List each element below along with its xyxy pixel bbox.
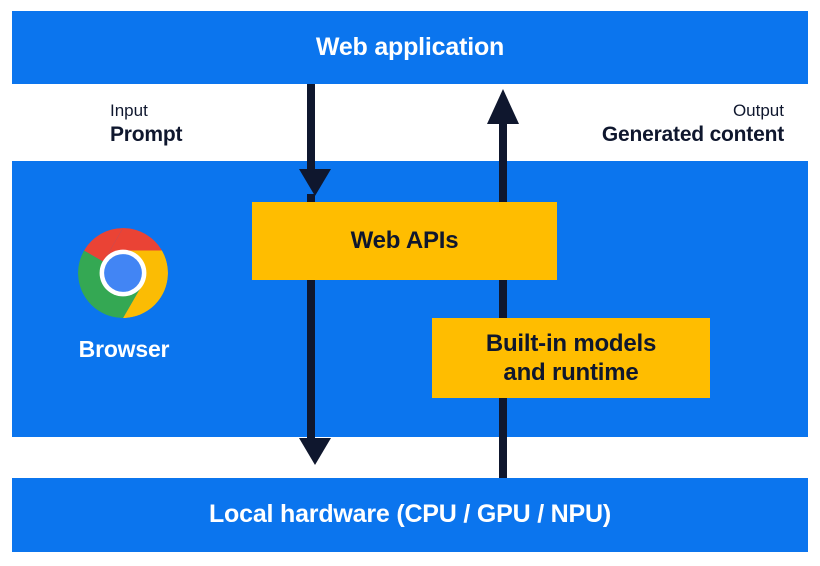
box-builtin-models-label: Built-in models and runtime	[485, 329, 657, 388]
arrow-down-icon	[299, 438, 331, 465]
chrome-logo-icon	[78, 228, 168, 318]
input-flow-label: Input Prompt	[110, 100, 183, 149]
box-builtin-models-label-line2: and runtime	[503, 359, 639, 386]
band-web-application: Web application	[12, 11, 808, 84]
output-flow-line	[499, 122, 507, 478]
box-web-apis: Web APIs	[252, 202, 557, 280]
band-local-hardware: Local hardware (CPU / GPU / NPU)	[12, 478, 808, 552]
band-browser-label: Browser	[78, 336, 170, 362]
arrow-up-icon	[487, 89, 519, 124]
output-flow-value: Generated content	[601, 122, 784, 146]
input-flow-value: Prompt	[110, 122, 183, 146]
input-flow-line-upper	[307, 84, 315, 172]
box-web-apis-label: Web APIs	[350, 227, 459, 255]
output-flow-label: Output Generated content	[602, 100, 784, 149]
band-web-application-label: Web application	[315, 33, 505, 61]
box-builtin-models-label-line1: Built-in models	[485, 329, 657, 357]
arrow-down-icon	[299, 169, 331, 196]
band-local-hardware-label: Local hardware (CPU / GPU / NPU)	[208, 500, 611, 528]
input-flow-line-lower	[307, 194, 315, 440]
output-flow-caption: Output	[732, 101, 784, 120]
box-builtin-models: Built-in models and runtime	[432, 318, 710, 398]
input-flow-caption: Input	[110, 101, 148, 120]
browser-group: Browser	[78, 228, 170, 363]
